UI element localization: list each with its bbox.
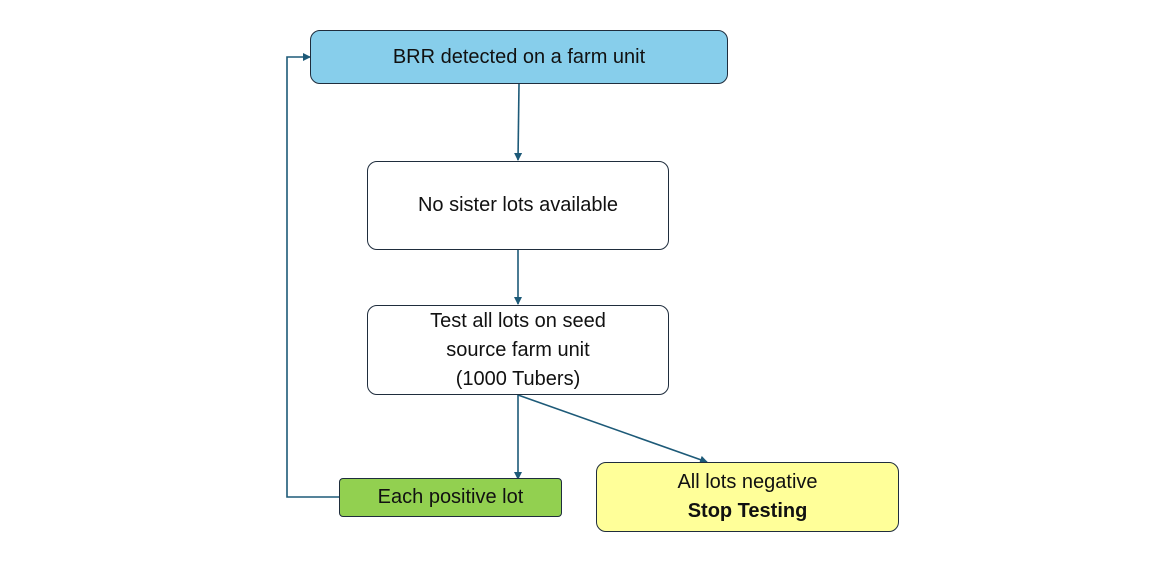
- node-test-all-lots-line-2: source farm unit: [446, 338, 590, 361]
- node-brr-detected: BRR detected on a farm unit: [310, 30, 728, 84]
- node-test-all-lots-line-3: (1000 Tubers): [455, 367, 581, 390]
- node-no-sister-lots: No sister lots available: [367, 161, 669, 250]
- node-brr-detected-label: BRR detected on a farm unit: [392, 45, 646, 68]
- arrow-positive-loop-to-start: [286, 53, 340, 498]
- node-no-sister-lots-label: No sister lots available: [417, 194, 619, 216]
- node-all-lots-negative: All lots negative Stop Testing: [596, 462, 899, 532]
- arrow-start-to-no-sister: [514, 83, 523, 161]
- node-each-positive-lot: Each positive lot: [339, 478, 562, 517]
- node-test-all-lots: Test all lots on seed source farm unit (…: [367, 305, 669, 395]
- node-all-lots-negative-line-2: Stop Testing: [687, 500, 808, 522]
- node-all-lots-negative-line-1: All lots negative: [677, 471, 818, 493]
- node-test-all-lots-line-1: Test all lots on seed: [430, 309, 606, 332]
- node-each-positive-lot-label: Each positive lot: [377, 486, 524, 508]
- arrow-test-all-to-negative: [517, 394, 708, 464]
